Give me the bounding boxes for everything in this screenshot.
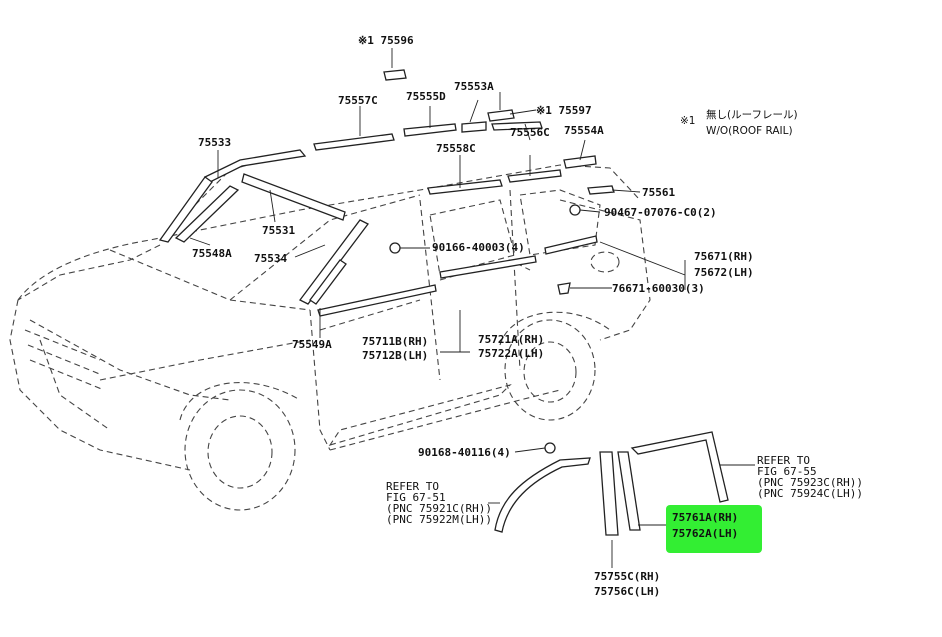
refer-left-line3: (PNC 75921C(RH)) bbox=[386, 502, 492, 515]
leader-lines bbox=[189, 48, 755, 568]
moulding-75761a bbox=[617, 451, 641, 531]
moulding-75557c bbox=[313, 133, 395, 151]
moulding-75548a bbox=[174, 185, 240, 243]
label-75755c: 75755C(RH) bbox=[594, 570, 660, 583]
refer-right-line2: FIG 67-55 bbox=[757, 465, 817, 478]
moulding-75671 bbox=[544, 235, 598, 255]
moulding-75534 bbox=[299, 219, 369, 305]
note-marker: ※1 bbox=[680, 115, 695, 127]
moulding-75533 bbox=[203, 149, 307, 183]
label-75756c: 75756C(LH) bbox=[594, 585, 660, 598]
label-75548a: 75548A bbox=[192, 247, 232, 260]
part-labels: ※1 75596 ※1 75597 75553A 75557C 75555D 7… bbox=[192, 34, 754, 598]
clip-90467 bbox=[569, 204, 581, 216]
moulding-75711b bbox=[317, 284, 437, 317]
label-75534: 75534 bbox=[254, 252, 287, 265]
refer-left: REFER TO FIG 67-51 (PNC 75921C(RH)) (PNC… bbox=[386, 480, 492, 526]
moulding-75556c bbox=[491, 121, 543, 131]
clip-75553a bbox=[461, 121, 487, 133]
moulding-75721a bbox=[439, 255, 537, 279]
label-90467: 90467-07076-C0(2) bbox=[604, 206, 717, 219]
highlight-box bbox=[666, 505, 762, 553]
label-75549a: 75549A bbox=[292, 338, 332, 351]
label-75558c: 75558C bbox=[436, 142, 476, 155]
bracket-75561 bbox=[587, 185, 615, 195]
refer-right-line4: (PNC 75924C(LH)) bbox=[757, 487, 863, 500]
label-75712b: 75712B(LH) bbox=[362, 349, 428, 362]
label-90168: 90168-40116(4) bbox=[418, 446, 511, 459]
label-75533: 75533 bbox=[198, 136, 231, 149]
label-75722a: 75722A(LH) bbox=[478, 347, 544, 360]
label-75671: 75671(RH) bbox=[694, 250, 754, 263]
label-75554a: 75554A bbox=[564, 124, 604, 137]
label-75597: ※1 75597 bbox=[536, 104, 592, 117]
vehicle-outline bbox=[9, 149, 651, 511]
moulding-parts bbox=[158, 69, 729, 536]
cap-75596 bbox=[383, 69, 407, 81]
label-75596: ※1 75596 bbox=[358, 34, 414, 47]
moulding-left-ref bbox=[494, 457, 591, 533]
moulding-75755c bbox=[599, 451, 619, 536]
clip-90168 bbox=[544, 442, 556, 454]
clip-76671 bbox=[557, 282, 571, 295]
label-75556c: 75556C bbox=[510, 126, 550, 139]
moulding-right-ref bbox=[630, 431, 729, 503]
label-75561: 75561 bbox=[642, 186, 675, 199]
moulding-75531 bbox=[241, 173, 346, 221]
refer-left-line1: REFER TO bbox=[386, 480, 439, 493]
label-76671: 76671-60030(3) bbox=[612, 282, 705, 295]
label-75761a: 75761A(RH) bbox=[672, 511, 738, 524]
label-75762a: 75762A(LH) bbox=[672, 527, 738, 540]
clip-90166 bbox=[389, 242, 401, 254]
moulding-75554a bbox=[563, 155, 597, 169]
label-75672: 75672(LH) bbox=[694, 266, 754, 279]
refer-right: REFER TO FIG 67-55 (PNC 75923C(RH)) (PNC… bbox=[757, 454, 863, 500]
moulding-75555d bbox=[403, 123, 457, 137]
label-90166: 90166-40003(4) bbox=[432, 241, 525, 254]
note-japanese: 無し(ルーフレール) bbox=[706, 108, 798, 121]
label-75555d: 75555D bbox=[406, 90, 446, 103]
moulding-75558c bbox=[427, 179, 503, 195]
refer-right-line1: REFER TO bbox=[757, 454, 810, 467]
refer-right-line3: (PNC 75923C(RH)) bbox=[757, 476, 863, 489]
refer-left-line2: FIG 67-51 bbox=[386, 491, 446, 504]
label-75557c: 75557C bbox=[338, 94, 378, 107]
note-group: ※1 無し(ルーフレール) W/O(ROOF RAIL) bbox=[680, 108, 798, 137]
label-75553a: 75553A bbox=[454, 80, 494, 93]
label-75531: 75531 bbox=[262, 224, 295, 237]
label-75711b: 75711B(RH) bbox=[362, 335, 428, 348]
cap-75597 bbox=[487, 109, 515, 122]
moulding-75549a bbox=[309, 259, 347, 305]
note-english: W/O(ROOF RAIL) bbox=[706, 125, 793, 137]
refer-left-line4: (PNC 75922M(LH)) bbox=[386, 513, 492, 526]
label-75721a: 75721A(RH) bbox=[478, 333, 544, 346]
